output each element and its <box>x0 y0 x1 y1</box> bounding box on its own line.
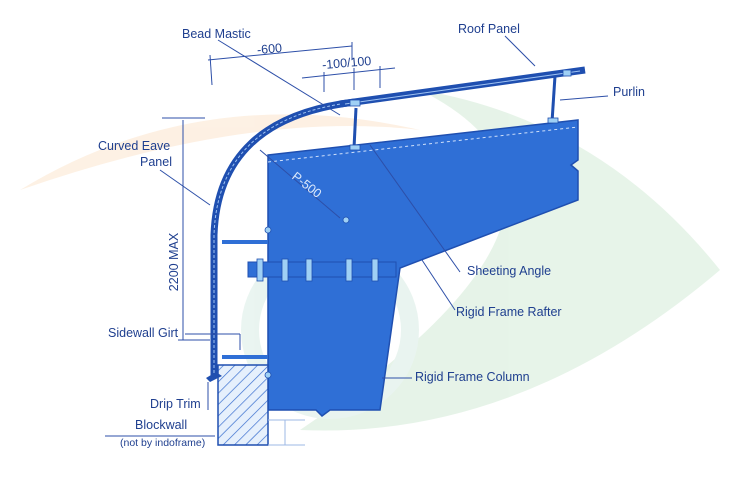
label-rigid-frame-column: Rigid Frame Column <box>415 370 530 384</box>
label-purlin: Purlin <box>613 85 645 99</box>
label-sheeting-angle: Sheeting Angle <box>467 264 552 278</box>
label-roof-panel: Roof Panel <box>458 22 520 36</box>
label-sidewall-girt: Sidewall Girt <box>108 326 179 340</box>
label-blockwall: Blockwall <box>135 418 188 432</box>
label-drip-trim: Drip Trim <box>150 397 201 411</box>
dimension-600: -600 <box>256 40 283 58</box>
dimension-2200-max: 2200 MAX <box>167 232 182 292</box>
label-blockwall-note: (not by indoframe) <box>120 437 206 449</box>
label-curved-eave-line1: Curved Eave <box>98 139 171 153</box>
label-bead-mastic: Bead Mastic <box>182 27 251 41</box>
rigid-frame <box>267 119 579 417</box>
curved-eave-panel <box>210 98 356 378</box>
label-rigid-frame-rafter: Rigid Frame Rafter <box>456 305 562 319</box>
label-curved-eave-line2: Panel <box>140 155 172 169</box>
blockwall <box>217 364 269 446</box>
